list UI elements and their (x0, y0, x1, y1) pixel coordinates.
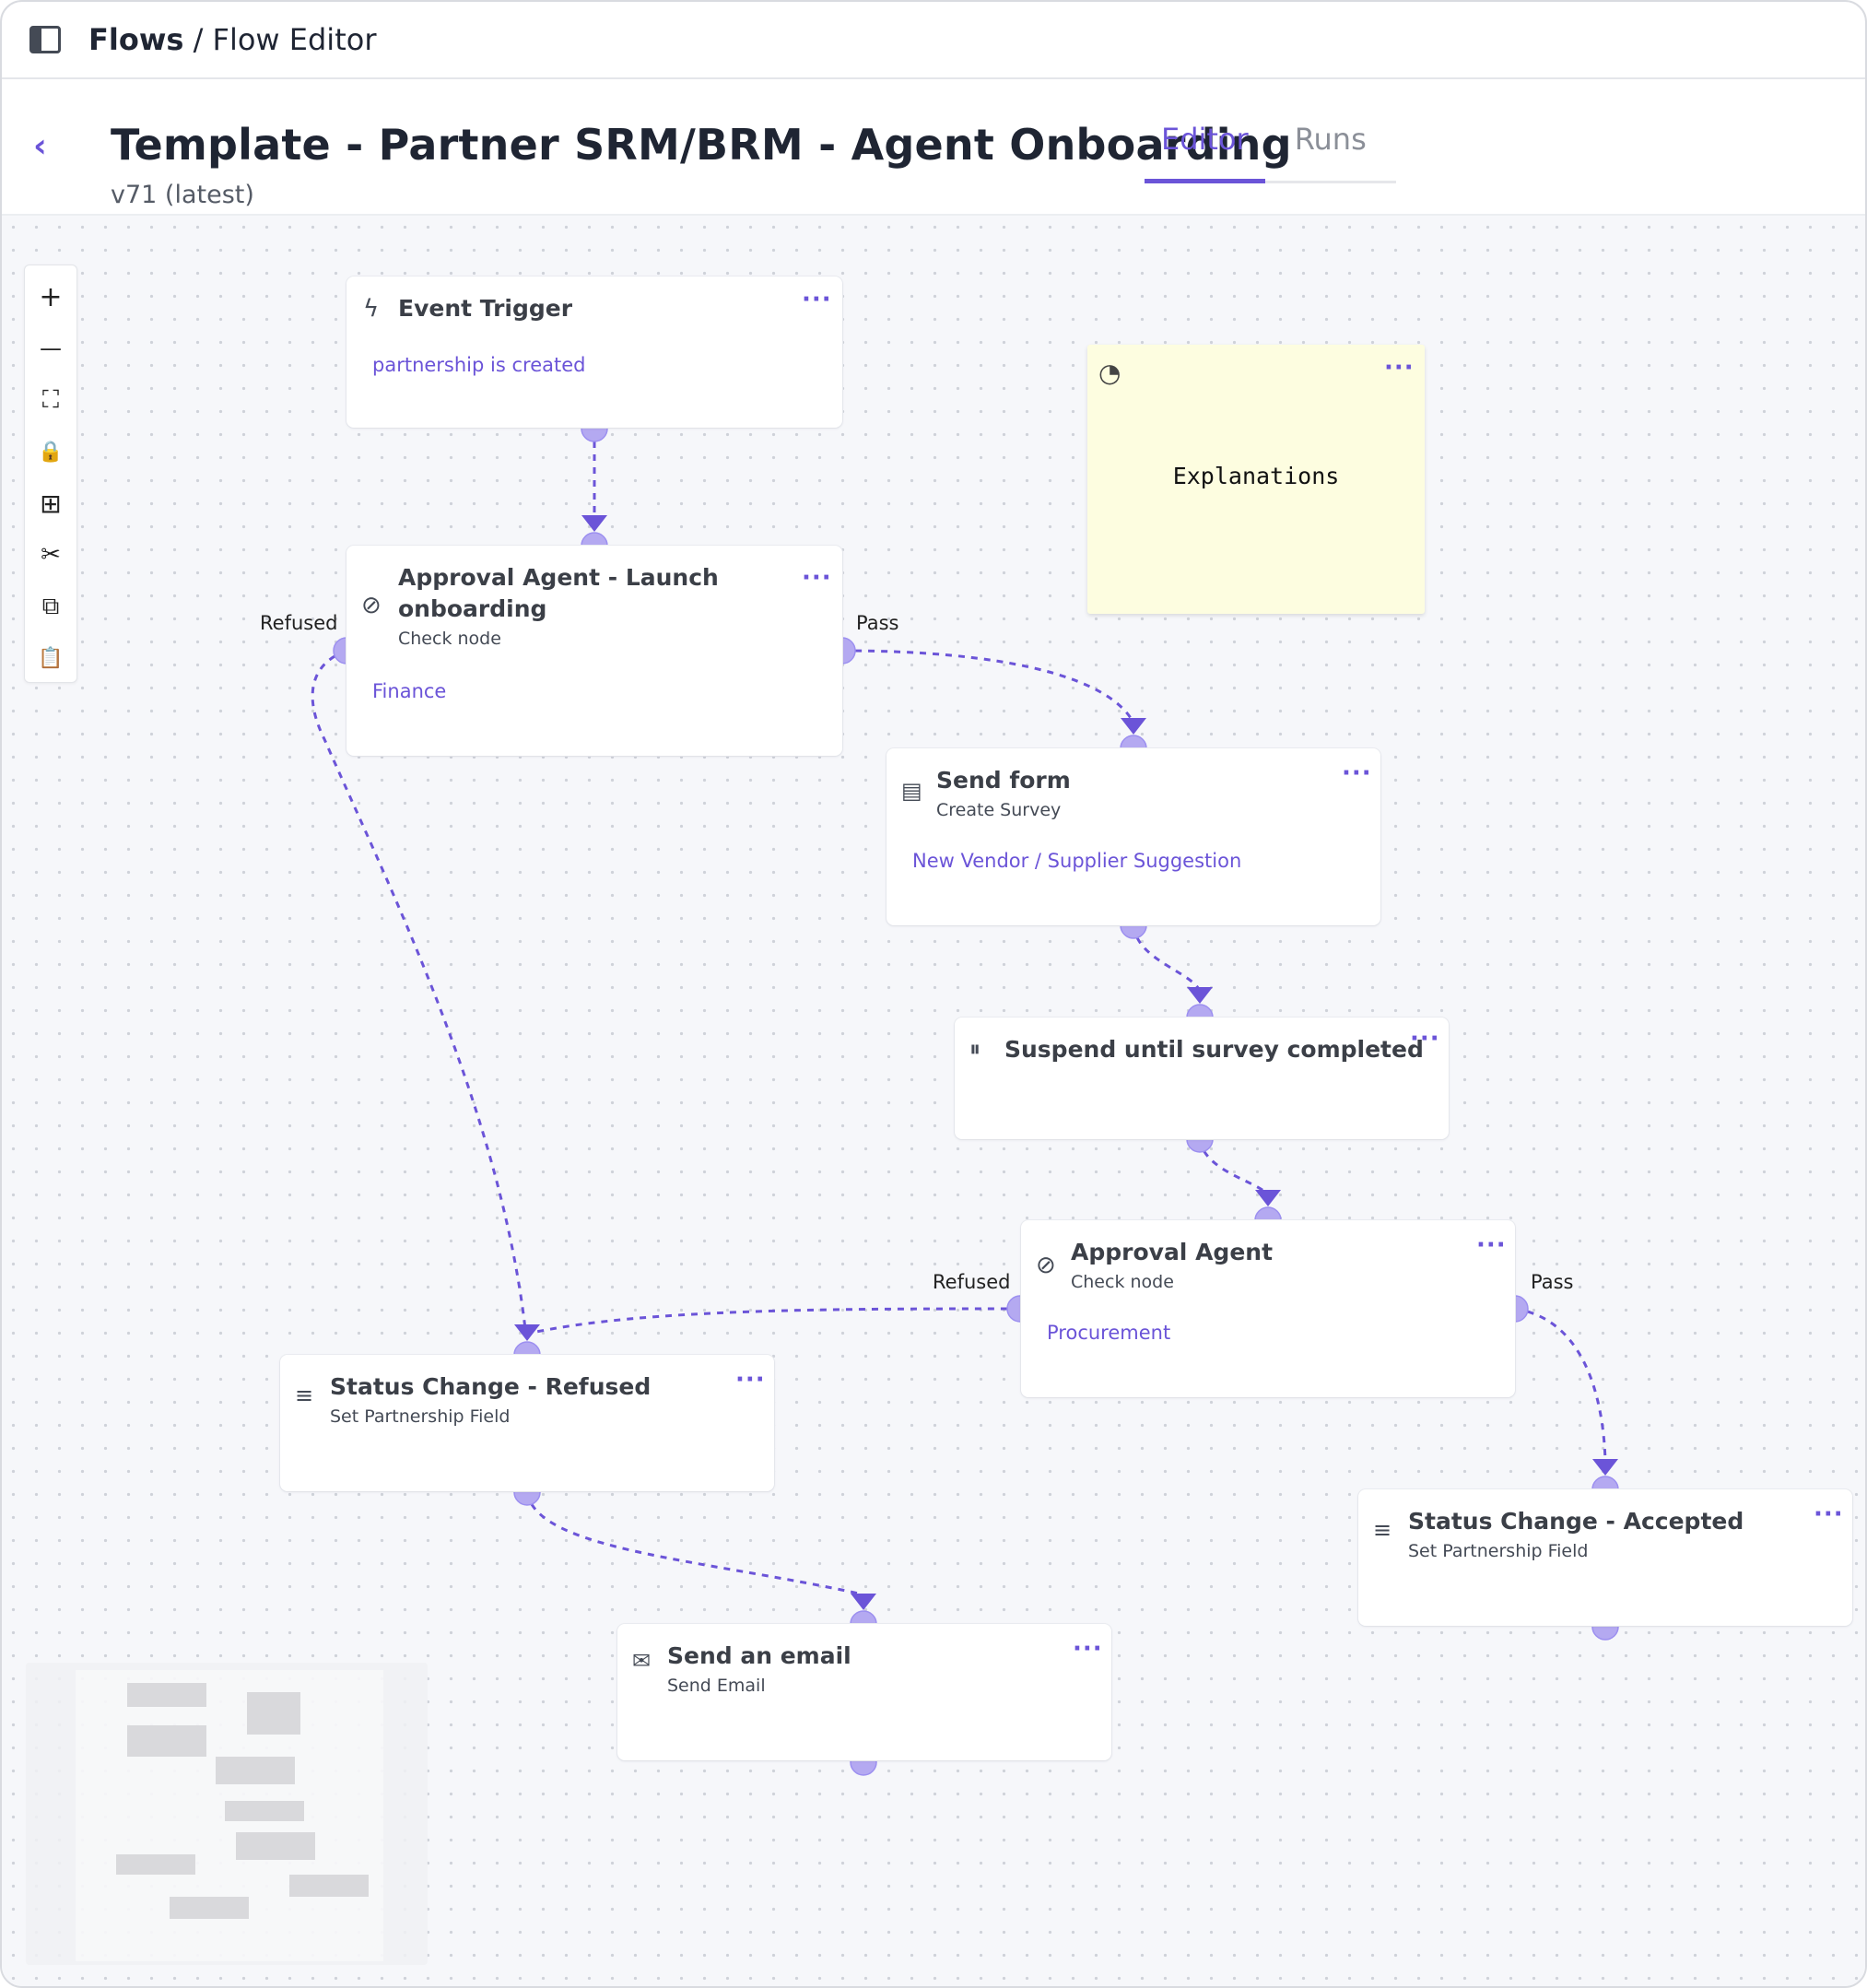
edge-label-pass: Pass (856, 612, 899, 634)
node-title: Approval Agent (1071, 1239, 1274, 1265)
node-subtitle: Check node (398, 629, 501, 649)
node-send-email[interactable]: ✉ Send an email Send Email ··· (617, 1624, 1111, 1760)
more-menu-icon[interactable]: ··· (802, 286, 832, 313)
lines-icon: ≡ (295, 1382, 314, 1408)
node-title: Send form (936, 767, 1071, 794)
node-subtitle: Set Partnership Field (1408, 1541, 1589, 1561)
check-circle-icon: ⊘ (361, 592, 382, 619)
minimap-node (170, 1897, 249, 1919)
breadcrumb-current: Flow Editor (212, 22, 377, 57)
more-menu-icon[interactable]: ··· (1410, 1025, 1440, 1053)
cut-button[interactable]: ✂ (25, 529, 76, 581)
copy-button[interactable]: ⧉ (25, 581, 76, 632)
canvas-toolbar: + — ⛶ 🔒 ⊞ ✂ ⧉ 📋 (24, 265, 77, 683)
node-title: Approval Agent - Launch (398, 564, 719, 591)
check-circle-icon: ⊘ (1036, 1252, 1056, 1279)
breadcrumb: Flows / Flow Editor (88, 22, 376, 57)
node-approval-agent[interactable]: ⊘ Approval Agent Check node Procurement … (1021, 1220, 1515, 1397)
copy-icon: ⧉ (41, 592, 60, 620)
node-suspend-until-survey[interactable]: ⏸ Suspend until survey completed ··· (955, 1018, 1449, 1139)
more-menu-icon[interactable]: ··· (735, 1366, 766, 1394)
minimap-node (225, 1801, 304, 1821)
node-subtitle: Check node (1071, 1272, 1174, 1292)
envelope-icon: ✉ (632, 1648, 652, 1674)
edge-label-refused: Refused (933, 1271, 1011, 1293)
fit-view-icon: ⛶ (41, 385, 60, 414)
minimap-node (116, 1854, 195, 1875)
breadcrumb-separator: / (183, 22, 213, 57)
pause-circle-icon: ⏸ (969, 1036, 980, 1062)
minimap-node (216, 1757, 295, 1784)
tab-runs[interactable]: Runs (1294, 122, 1367, 157)
grid-icon: ⊞ (40, 488, 62, 519)
grid-button[interactable]: ⊞ (25, 477, 76, 529)
page-title: Template - Partner SRM/BRM - Agent Onboa… (111, 120, 1292, 170)
plus-icon: + (39, 280, 63, 313)
more-menu-icon[interactable]: ··· (1384, 354, 1415, 382)
minimap-node (127, 1725, 206, 1757)
document-icon: ▤ (901, 778, 922, 804)
bolt-icon: ϟ (363, 295, 380, 323)
node-send-form[interactable]: ▤ Send form Create Survey New Vendor / S… (887, 748, 1380, 925)
zoom-out-button[interactable]: — (25, 323, 76, 374)
node-title: Suspend until survey completed (1004, 1036, 1424, 1063)
scissors-icon: ✂ (41, 541, 61, 569)
sidebar-toggle-icon[interactable] (29, 26, 61, 53)
clipboard-icon: 📋 (38, 646, 64, 670)
tab-bar: Editor Runs (1145, 116, 1396, 183)
lines-icon: ≡ (1373, 1517, 1392, 1543)
minus-icon: — (40, 335, 62, 361)
lock-button[interactable]: 🔒 (25, 426, 76, 477)
node-subtitle: Create Survey (936, 800, 1062, 820)
more-menu-icon[interactable]: ··· (1073, 1635, 1103, 1663)
top-bar: Flows / Flow Editor (2, 2, 1865, 79)
node-link[interactable]: partnership is created (372, 354, 586, 376)
palette-icon[interactable]: ◔ (1098, 358, 1121, 388)
minimap-node (236, 1832, 315, 1860)
node-link[interactable]: Procurement (1047, 1322, 1171, 1344)
node-title: Send an email (667, 1642, 851, 1669)
minimap[interactable] (26, 1663, 428, 1965)
node-status-change-refused[interactable]: ≡ Status Change - Refused Set Partnershi… (280, 1355, 774, 1491)
minimap-node (289, 1875, 369, 1897)
minimap-node (247, 1692, 300, 1735)
node-title: Status Change - Refused (330, 1373, 652, 1400)
node-status-change-accepted[interactable]: ≡ Status Change - Accepted Set Partnersh… (1358, 1489, 1852, 1626)
node-subtitle: Send Email (667, 1676, 766, 1696)
more-menu-icon[interactable]: ··· (1476, 1231, 1507, 1259)
breadcrumb-flows[interactable]: Flows (88, 22, 184, 57)
flow-version: v71 (latest) (111, 181, 254, 209)
node-title: Status Change - Accepted (1408, 1508, 1744, 1535)
more-menu-icon[interactable]: ··· (1814, 1500, 1844, 1528)
node-link[interactable]: Finance (372, 680, 447, 702)
node-link[interactable]: New Vendor / Supplier Suggestion (912, 850, 1242, 872)
node-title-line2: onboarding (398, 595, 547, 622)
edge-label-pass: Pass (1531, 1271, 1574, 1293)
tab-editor[interactable]: Editor (1145, 116, 1265, 183)
fit-view-button[interactable]: ⛶ (25, 374, 76, 426)
more-menu-icon[interactable]: ··· (802, 564, 832, 592)
paste-button[interactable]: 📋 (25, 632, 76, 684)
back-chevron-icon[interactable]: ‹ (33, 127, 47, 165)
node-event-trigger[interactable]: ϟ Event Trigger partnership is created ·… (346, 276, 842, 428)
minimap-node (127, 1683, 206, 1707)
node-approval-launch-onboarding[interactable]: ⊘ Approval Agent - Launch onboarding Che… (346, 546, 842, 756)
node-title: Event Trigger (398, 295, 573, 322)
sticky-note-text[interactable]: Explanations (1172, 463, 1340, 489)
node-subtitle: Set Partnership Field (330, 1406, 511, 1427)
page-header: ‹ Template - Partner SRM/BRM - Agent Onb… (2, 79, 1865, 216)
lock-icon: 🔒 (38, 440, 64, 464)
edge-label-refused: Refused (260, 612, 338, 634)
more-menu-icon[interactable]: ··· (1342, 759, 1372, 787)
zoom-in-button[interactable]: + (25, 271, 76, 323)
sticky-note[interactable]: ◔ Explanations ··· (1087, 345, 1425, 614)
